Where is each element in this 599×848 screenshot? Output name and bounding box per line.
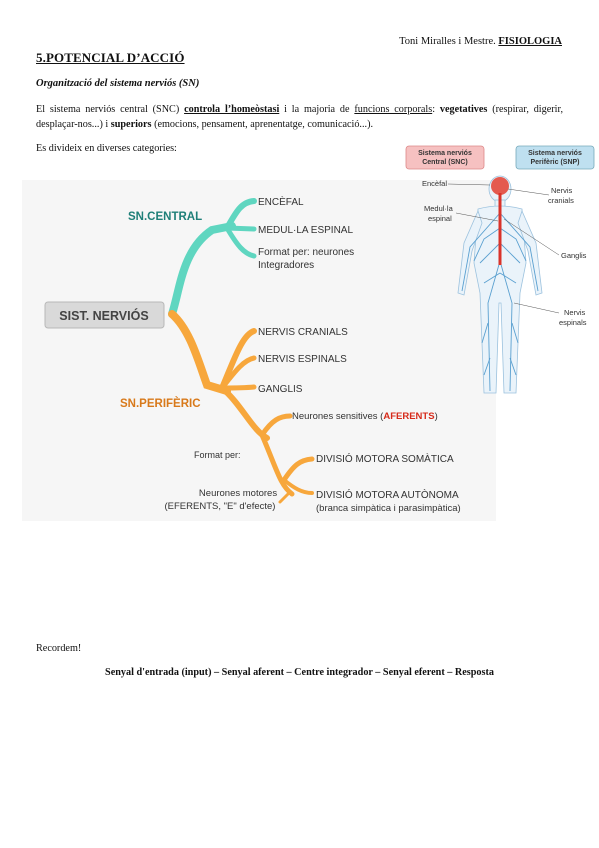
label-encefal: Encèfal: [422, 179, 447, 188]
central-item-encefal: ENCÈFAL: [258, 195, 304, 208]
branch-efferent-somatic: [281, 456, 315, 483]
pointer-medulla: [455, 212, 499, 222]
snc-legend-line1: Sistema nerviós: [418, 150, 472, 157]
body-figure-svg: Sistema nerviós Central (SNC) Sistema ne…: [405, 145, 595, 394]
para-superiors: superiors: [110, 119, 152, 130]
branch-efferent-autonomic: [282, 478, 314, 495]
periferic-label: SN.PERIFÈRIC: [120, 397, 201, 410]
label-nervis-espinals-line2: espinals: [559, 318, 587, 327]
central-format-line2: Integradores: [258, 260, 314, 271]
central-label: SN.CENTRAL: [128, 211, 202, 223]
pointer-nervis-espinals: [513, 302, 560, 314]
autonomic-sublabel: (branca simpàtica i parasimpàtica): [316, 503, 461, 514]
para-text-5: (emocions, pensament, aprenentatge, comu…: [151, 119, 374, 130]
label-medulla-line1: Medul·la: [424, 204, 454, 213]
afferent-suffix: ): [435, 411, 438, 422]
periferic-item-ganglis: GANGLIS: [258, 384, 303, 395]
root-node-label: SIST. NERVIÓS: [59, 308, 148, 323]
section-subtitle: Organització del sistema nerviós (SN): [36, 78, 200, 89]
periferic-format-label: Format per:: [194, 450, 241, 460]
spinal-cord-shape: [498, 193, 502, 265]
brain-shape: [491, 177, 509, 195]
para-funcions: funcions corporals: [354, 104, 433, 115]
autonomic-label: DIVISIÓ MOTORA AUTÒNOMA: [316, 488, 459, 501]
intro-paragraph: El sistema nerviós central (SNC) control…: [36, 102, 563, 132]
snc-legend-line2: Central (SNC): [422, 159, 468, 166]
branch-root-periferic: [168, 310, 231, 395]
para-text-2: i la majoria de: [279, 104, 355, 115]
header-author-line: Toni Miralles i Mestre. FISIOLOGIA: [399, 36, 562, 47]
branch-periferic-format: [219, 385, 270, 441]
recordem-label: Recordem!: [36, 643, 82, 654]
snp-legend-box: [515, 145, 595, 170]
branch-format-afferent: [259, 413, 293, 438]
label-nervis-cranials-line1: Nervis: [551, 186, 573, 195]
label-ganglis: Ganglis: [561, 251, 587, 260]
categories-intro: Es divideix en diverses categories:: [36, 143, 177, 154]
para-text-1: El sistema nerviós central (SNC): [36, 104, 185, 115]
periferic-item-espinals: NERVIS ESPINALS: [258, 354, 347, 365]
label-nervis-espinals-line1: Nervis: [564, 308, 586, 317]
efferent-line1: Neurones motores: [199, 488, 277, 499]
pointer-encefal: [447, 183, 491, 186]
afferent-word: AFERENTS: [383, 411, 434, 422]
nervous-system-body-figure: Sistema nerviós Central (SNC) Sistema ne…: [404, 143, 596, 398]
branch-central-medulla: [224, 225, 257, 232]
signal-flow-line: Senyal d'entrada (input) – Senyal aferen…: [105, 667, 494, 678]
pointer-ganglis: [503, 218, 560, 256]
branch-efferent-label: [278, 490, 292, 504]
peripheral-nerves: [461, 212, 539, 392]
label-nervis-cranials-line2: cranials: [548, 196, 574, 205]
header-author: Toni Miralles i Mestre.: [399, 36, 496, 47]
header-subject: FISIOLOGIA: [498, 36, 562, 47]
branch-central-encefal: [224, 198, 257, 231]
root-node-box: [44, 301, 165, 329]
para-vegetatives: vegetatives: [439, 104, 488, 115]
label-medulla-line2: espinal: [428, 214, 452, 223]
pointer-nervis-cranials: [507, 188, 550, 196]
afferent-line: Neurones sensitives (AFERENTS): [292, 411, 438, 422]
snp-legend-line2: Perifèric (SNP): [530, 159, 579, 166]
snc-legend-box: [405, 145, 485, 170]
efferent-line2: (EFERENTS, "E" d'efecte): [165, 501, 276, 512]
para-homeostasi: controla l’homeòstasi: [184, 104, 280, 115]
page-title: 5.POTENCIAL D’ACCIÓ: [36, 50, 185, 65]
mindmap-svg: SIST. NERVIÓS SN.CENTRAL ENCÈFAL MEDUL·L…: [44, 195, 461, 514]
branch-central-format: [224, 225, 257, 259]
central-item-medulla: MEDUL·LA ESPINAL: [258, 225, 353, 236]
somatic-label: DIVISIÓ MOTORA SOMÀTICA: [316, 452, 454, 465]
snp-legend-line1: Sistema nerviós: [528, 150, 582, 157]
nervous-system-mindmap: SIST. NERVIÓS SN.CENTRAL ENCÈFAL MEDUL·L…: [22, 180, 496, 521]
para-text-3: :: [432, 104, 440, 115]
branch-periferic-ganglis: [219, 384, 257, 391]
branch-root-central: [168, 222, 236, 318]
central-format-line1: Format per: neurones: [258, 247, 354, 258]
afferent-prefix: Neurones sensitives (: [292, 411, 384, 422]
para-text-4: (respirar, digerir, desplaçar-nos...) i: [36, 104, 563, 130]
periferic-item-cranials: NERVIS CRANIALS: [258, 327, 348, 338]
branch-periferic-espinals: [219, 355, 257, 391]
